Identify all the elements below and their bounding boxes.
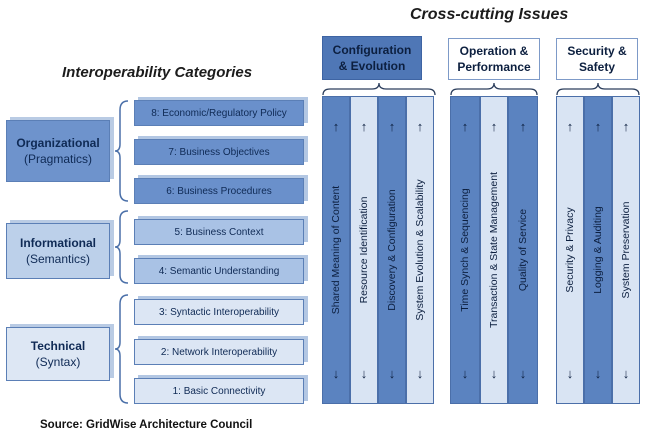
arrow-up-icon: ↑ (594, 119, 602, 134)
brace-operation (450, 82, 538, 96)
arrow-down-icon: ↓ (566, 366, 574, 381)
group-header-line: Safety (578, 60, 615, 74)
level-7-box: 7: Business Objectives (134, 139, 304, 165)
category-technical: Technical (Syntax) (6, 327, 110, 381)
group-header-line: Security & (567, 44, 627, 58)
arrow-up-icon: ↑ (622, 119, 630, 134)
column-label: Logging & Auditing (592, 206, 604, 294)
column-label: Security & Privacy (564, 207, 576, 293)
group-header-configuration: Configuration & Evolution (322, 36, 422, 80)
arrow-down-icon: ↓ (332, 366, 340, 381)
arrow-down-icon: ↓ (360, 366, 368, 381)
column-label: Discovery & Configuration (386, 189, 398, 311)
category-sub: (Syntax) (35, 355, 81, 369)
brace-informational (114, 210, 129, 284)
source-caption: Source: GridWise Architecture Council (40, 419, 253, 431)
arrow-down-icon: ↓ (519, 366, 527, 381)
arrow-down-icon: ↓ (622, 366, 630, 381)
column-security-privacy: ↑ Security & Privacy ↓ (556, 96, 584, 404)
arrow-up-icon: ↑ (416, 119, 424, 134)
column-system-preservation: ↑ System Preservation ↓ (612, 96, 640, 404)
arrow-down-icon: ↓ (594, 366, 602, 381)
group-header-line: & Evolution (338, 59, 406, 73)
arrow-up-icon: ↑ (332, 119, 340, 134)
level-8-box: 8: Economic/Regulatory Policy (134, 100, 304, 126)
group-header-line: Operation & (459, 44, 529, 58)
category-name: Informational (19, 236, 96, 250)
category-name: Organizational (16, 136, 100, 150)
column-label: System Preservation (620, 201, 632, 299)
level-5-box: 5: Business Context (134, 219, 304, 245)
brace-organizational (114, 100, 129, 202)
column-shared-meaning: ↑ Shared Meaning of Content ↓ (322, 96, 350, 404)
arrow-down-icon: ↓ (388, 366, 396, 381)
category-informational: Informational (Semantics) (6, 223, 110, 279)
column-transaction-state: ↑ Transaction & State Management ↓ (480, 96, 508, 404)
cross-cutting-title: Cross-cutting Issues (410, 6, 569, 23)
group-header-line: Configuration (332, 43, 412, 57)
arrow-down-icon: ↓ (490, 366, 498, 381)
arrow-up-icon: ↑ (519, 119, 527, 134)
arrow-down-icon: ↓ (461, 366, 469, 381)
category-sub: (Pragmatics) (23, 152, 92, 166)
level-6-box: 6: Business Procedures (134, 178, 304, 204)
column-time-synch: ↑ Time Synch & Sequencing ↓ (450, 96, 480, 404)
column-system-evolution: ↑ System Evolution & Scalability ↓ (406, 96, 434, 404)
column-logging-auditing: ↑ Logging & Auditing ↓ (584, 96, 612, 404)
column-label: Shared Meaning of Content (330, 185, 342, 315)
arrow-up-icon: ↑ (461, 119, 469, 134)
brace-technical (114, 294, 129, 404)
level-2-box: 2: Network Interoperability (134, 339, 304, 365)
category-sub: (Semantics) (25, 252, 90, 266)
level-1-box: 1: Basic Connectivity (134, 378, 304, 404)
arrow-down-icon: ↓ (416, 366, 424, 381)
column-label: Time Synch & Sequencing (459, 188, 471, 312)
column-label: System Evolution & Scalability (414, 179, 426, 321)
arrow-up-icon: ↑ (566, 119, 574, 134)
category-name: Technical (30, 339, 86, 353)
column-label: Quality of Service (517, 208, 529, 292)
column-resource-identification: ↑ Resource Identification ↓ (350, 96, 378, 404)
arrow-up-icon: ↑ (490, 119, 498, 134)
group-header-security: Security & Safety (556, 38, 638, 80)
level-3-box: 3: Syntactic Interoperability (134, 299, 304, 325)
interoperability-title: Interoperability Categories (62, 64, 253, 81)
group-header-operation: Operation & Performance (448, 38, 540, 80)
arrow-up-icon: ↑ (360, 119, 368, 134)
column-label: Resource Identification (358, 196, 370, 304)
category-organizational: Organizational (Pragmatics) (6, 120, 110, 182)
column-label: Transaction & State Management (488, 171, 500, 329)
arrow-up-icon: ↑ (388, 119, 396, 134)
column-discovery-configuration: ↑ Discovery & Configuration ↓ (378, 96, 406, 404)
brace-security (556, 82, 640, 96)
level-4-box: 4: Semantic Understanding (134, 258, 304, 284)
group-header-line: Performance (457, 60, 531, 74)
brace-configuration (322, 82, 436, 96)
column-quality-of-service: ↑ Quality of Service ↓ (508, 96, 538, 404)
